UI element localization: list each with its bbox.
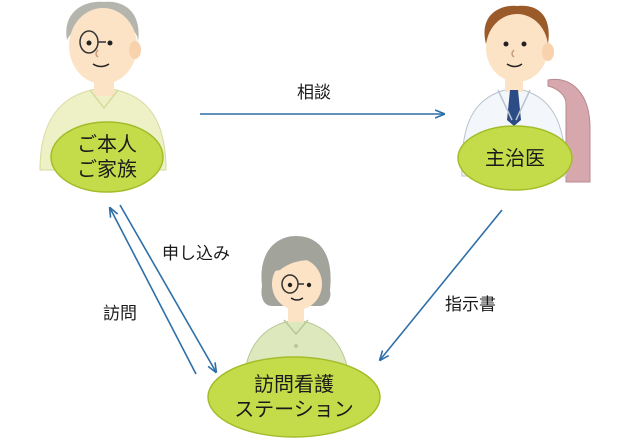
patient-label-line2: ご家族: [77, 157, 137, 181]
doctor-bubble: [457, 125, 573, 191]
apply-label: 申し込み: [162, 244, 230, 264]
patient-eye-left: [86, 40, 92, 46]
patient-collar: [89, 89, 119, 110]
doctor-eye-left: [503, 41, 509, 47]
nurse-neck: [288, 306, 304, 322]
patient-eye-right: [107, 40, 113, 46]
station-bubble: [207, 356, 381, 438]
doctor-lapels: [497, 89, 531, 121]
station-label: 訪問看護 ステーション: [214, 372, 374, 422]
visit-label: 訪問: [103, 304, 137, 324]
doctor-hair: [484, 5, 549, 44]
patient-glasses: [79, 30, 106, 54]
nurse-glasses: [281, 274, 304, 294]
instruction-label: 指示書: [445, 295, 496, 315]
station-label-line1: 訪問看護: [254, 372, 334, 396]
doctor-eye-right: [521, 41, 527, 47]
nurse-face: [272, 258, 322, 310]
arrow-instruction: [380, 209, 503, 360]
doctor-nose: [511, 49, 515, 58]
doctor-ear: [542, 43, 554, 61]
nurse-bangs: [270, 253, 322, 272]
doctor-mouth: [506, 63, 523, 68]
patient-ear: [129, 41, 141, 59]
nurse-mouth: [290, 297, 304, 301]
doctor-face: [486, 14, 548, 82]
patient-neck: [94, 80, 114, 96]
patient-bubble: [50, 121, 164, 193]
arrow-visit: [110, 208, 197, 375]
nurse-button-1: [294, 344, 298, 348]
patient-label: ご本人 ご家族: [57, 132, 157, 182]
patient-mouth: [92, 63, 110, 68]
doctor-chair: [547, 78, 591, 183]
doctor-label: 主治医: [485, 146, 545, 170]
patient-nose: [95, 49, 99, 58]
nurse-collar: [283, 319, 309, 336]
nurse-eye-left: [287, 282, 293, 288]
patient-label-line1: ご本人: [77, 132, 137, 156]
station-label-line2: ステーション: [234, 397, 354, 421]
patient-face: [69, 8, 137, 84]
arrow-apply: [119, 204, 216, 372]
consult-label: 相談: [297, 83, 331, 103]
nurse-eye-right: [306, 282, 312, 288]
